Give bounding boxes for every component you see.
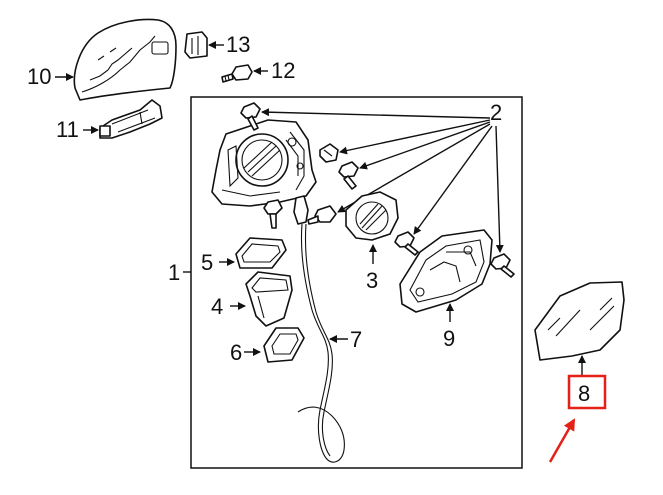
part-6-lens[interactable] xyxy=(263,327,305,363)
part-2-screw-d[interactable] xyxy=(263,199,283,229)
part-4-lamp-housing[interactable] xyxy=(245,271,293,327)
callout-12: 12 xyxy=(271,58,295,83)
mirror-base-housing[interactable] xyxy=(211,119,317,207)
part-13-clip[interactable] xyxy=(184,31,208,59)
highlight-pointer-arrow xyxy=(548,418,576,463)
part-11-lamp-bracket[interactable] xyxy=(99,99,163,139)
part-12-screw[interactable] xyxy=(221,64,253,83)
part-3-motor[interactable] xyxy=(345,191,399,241)
callout-5: 5 xyxy=(201,250,213,275)
part-2-screw-f[interactable] xyxy=(394,231,419,256)
part-10-mirror-cover[interactable] xyxy=(73,18,177,101)
callout-4: 4 xyxy=(211,294,223,319)
callout-9: 9 xyxy=(443,326,455,351)
part-9-mirror-backing[interactable] xyxy=(399,229,493,313)
callout-13: 13 xyxy=(226,32,250,57)
callout-8-highlight-box xyxy=(567,374,607,410)
part-2-screw-e[interactable] xyxy=(307,205,337,225)
callout-10: 10 xyxy=(27,64,51,89)
assembly-frame xyxy=(190,96,523,469)
part-2-screw-a[interactable] xyxy=(240,102,261,131)
callout-7: 7 xyxy=(350,327,362,352)
callout-1: 1 xyxy=(168,260,180,285)
callout-11: 11 xyxy=(56,117,79,142)
callout-2: 2 xyxy=(490,100,502,125)
part-2-clip-b[interactable] xyxy=(319,143,339,163)
part-7-wire-harness[interactable] xyxy=(293,195,345,463)
part-2-screw-g[interactable] xyxy=(490,253,515,278)
part-2-screw-c[interactable] xyxy=(338,161,359,190)
callout-6: 6 xyxy=(230,340,242,365)
part-8-mirror-glass[interactable] xyxy=(534,281,625,361)
callout-3: 3 xyxy=(366,268,378,293)
callout-8: 8 xyxy=(578,381,590,406)
part-5-gasket[interactable] xyxy=(235,237,287,269)
